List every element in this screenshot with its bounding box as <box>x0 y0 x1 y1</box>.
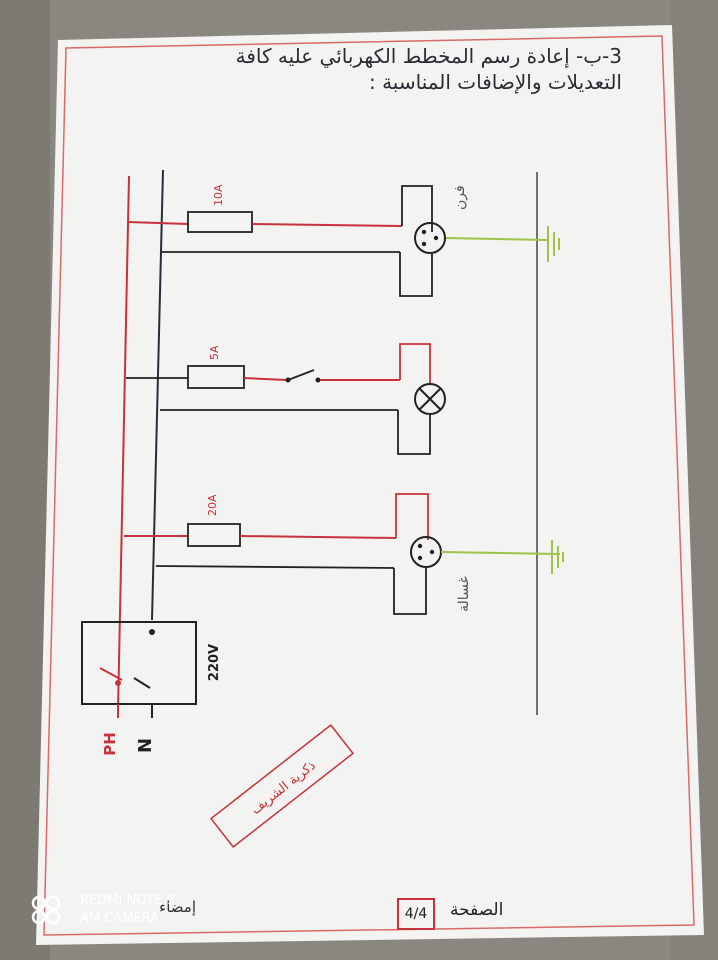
circuit-oven <box>127 185 560 297</box>
voltage-label: 220V <box>207 643 223 682</box>
watermark-line-1: REDMI NOTE 9 <box>80 893 175 908</box>
oven-socket <box>414 222 446 254</box>
camera-rings-icon <box>31 895 61 924</box>
washer-label: غسالة <box>456 576 472 612</box>
signature: إمضاء <box>159 898 196 916</box>
oven-label: فرن <box>452 185 468 210</box>
fuse-label-5a: 5A <box>208 345 221 360</box>
paper-margin <box>43 35 695 936</box>
neutral-label: N <box>135 737 157 754</box>
main-switch-contact <box>149 629 155 635</box>
exercise-heading-line-1: 3-ب- إعادة رسم المخطط الكهربائي عليه كاف… <box>235 44 622 68</box>
main-switch-box <box>81 621 197 705</box>
page-number: 4/4 <box>397 898 435 930</box>
fuse-label-10a: 10A <box>212 184 225 206</box>
main-switch-contact <box>115 680 121 686</box>
neutral-bus <box>151 169 164 621</box>
page-label: الصفحة <box>450 900 504 920</box>
phase-label: PH <box>100 732 119 756</box>
lamp-symbol <box>414 383 446 415</box>
fuse-5a <box>187 365 245 389</box>
circuit-washer <box>124 493 564 615</box>
exercise-heading-line-2: التعديلات والإضافات المناسبة : <box>368 70 622 94</box>
main-switch-neutral <box>133 677 151 689</box>
fuse-10a <box>187 211 253 233</box>
fuse-label-20a: 20A <box>206 494 219 516</box>
fuse-20a <box>187 523 241 547</box>
main-switch-phase <box>99 667 123 681</box>
paper-sheet <box>36 25 704 945</box>
circuit-lamp <box>126 343 446 455</box>
watermark-line-2: AM CAMERA <box>80 911 160 926</box>
